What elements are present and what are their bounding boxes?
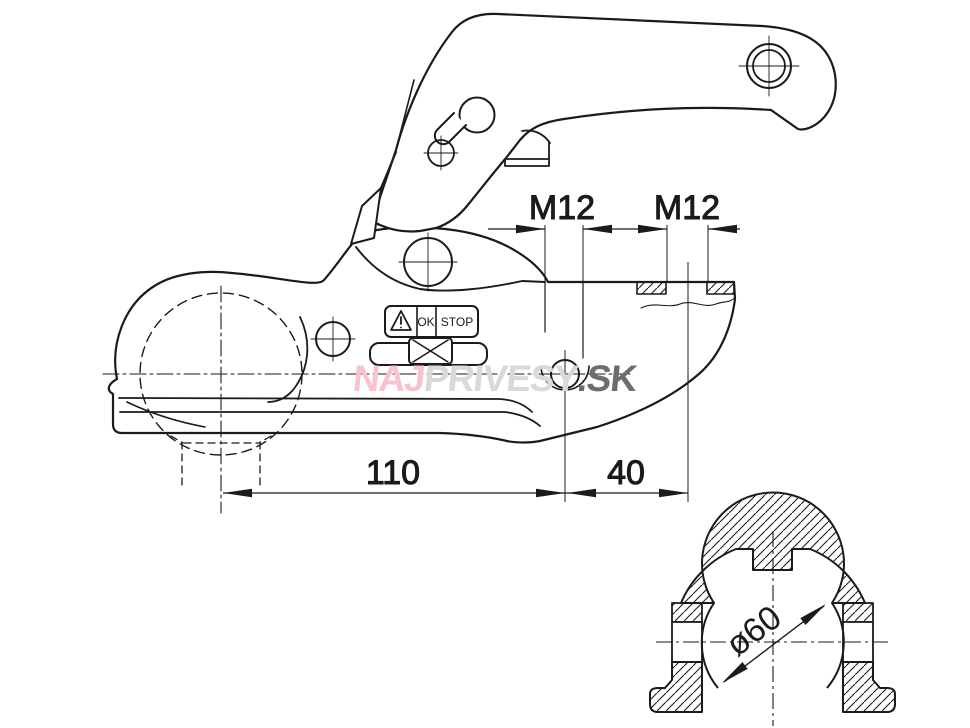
mounting-flange-section	[636, 281, 736, 309]
m12-left-label: M12	[529, 189, 595, 227]
handle	[370, 12, 837, 233]
clamp-foot-left	[649, 661, 703, 713]
stop-text: STOP	[441, 315, 473, 329]
handle-end-hole	[738, 35, 800, 97]
latch-lever	[350, 151, 397, 245]
dim-110-label: 110	[366, 454, 420, 492]
hidden-shank-lines	[170, 435, 272, 490]
clamp-block-left	[671, 602, 703, 623]
handle-inner-edge	[395, 79, 415, 151]
ok-text: OK	[417, 315, 434, 329]
clamp-block-right	[842, 602, 874, 623]
cup-mouth-curve	[267, 316, 309, 403]
plate-top-edge	[118, 397, 533, 413]
watermark: NAJPRIVESY.SK	[351, 357, 640, 399]
svg-text:NAJPRIVESY.SK: NAJPRIVESY.SK	[351, 357, 640, 399]
watermark-part-1: NAJ	[351, 357, 426, 399]
body-hole-left	[310, 316, 356, 362]
clamp-cross-section: ø60	[649, 491, 896, 726]
bore-diameter-label: ø60	[719, 598, 789, 664]
cup-lip-curve-left	[126, 401, 206, 428]
watermark-part-3: .SK	[575, 357, 639, 399]
flange-break-line	[640, 296, 736, 309]
warning-triangle-icon	[390, 310, 412, 331]
dimension-annotations: M12 M12 110 40	[223, 189, 740, 502]
clamp-foot-right	[842, 661, 896, 713]
coupling-side-view: OK STOP	[102, 12, 837, 514]
clamp-arch	[680, 491, 866, 604]
dim-40-label: 40	[607, 454, 645, 492]
dimension-arrows-top	[516, 224, 737, 234]
bore-arc-right	[826, 602, 845, 689]
watermark-part-2: PRIVESY	[422, 357, 581, 399]
pivot-hole-top	[398, 232, 458, 292]
screw-circle	[423, 135, 459, 171]
handle-hook-detail	[504, 129, 551, 167]
m12-right-label: M12	[654, 189, 720, 227]
m12-hole-walls	[544, 281, 584, 359]
dimension-arrows-bottom	[223, 488, 688, 498]
plate-mid-edge	[119, 411, 541, 427]
bore-arc-left	[700, 602, 719, 689]
ok-stop-label: OK STOP	[384, 305, 479, 338]
body-hump-inner-curve	[355, 246, 546, 292]
wear-indicator	[369, 337, 488, 366]
